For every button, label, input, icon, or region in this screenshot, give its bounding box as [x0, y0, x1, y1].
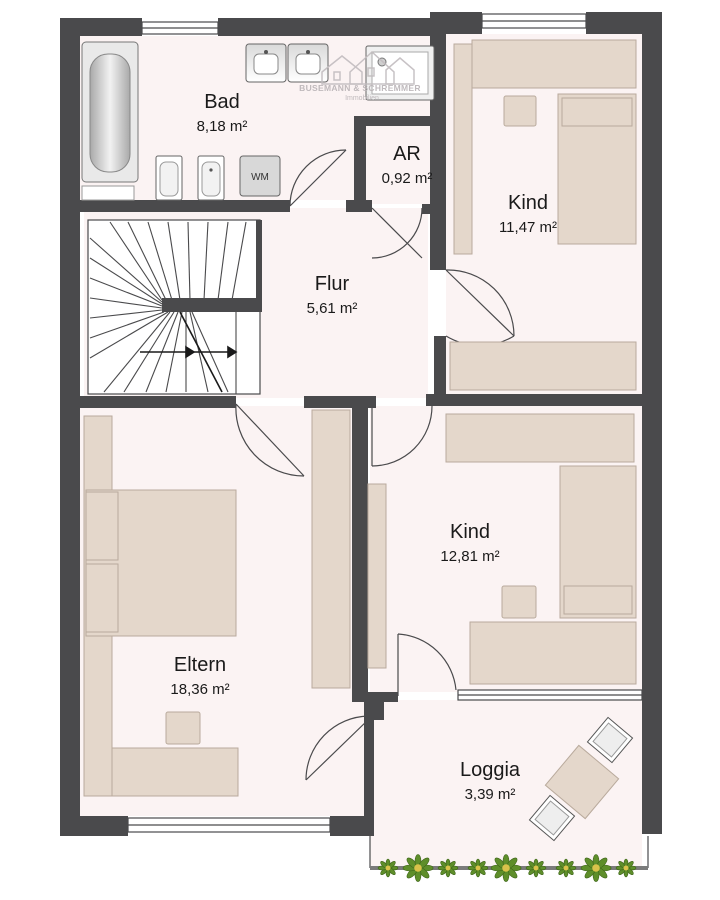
kind-top-pillow	[561, 97, 633, 127]
loggia-table	[544, 744, 620, 820]
wall-ar-bottom	[422, 204, 446, 214]
loggia-chair-bottom	[528, 794, 576, 842]
bathroom-fixtures: WM	[81, 41, 435, 201]
kind-top-desk	[471, 39, 637, 89]
room-area-kind-top: 11,47 m²	[499, 219, 557, 236]
door-loggia-left	[305, 715, 371, 781]
window-kind-bottom	[457, 689, 643, 701]
wall-kind-top-bottom	[426, 394, 662, 406]
room-name-loggia: Loggia	[460, 759, 521, 781]
door-kind-bottom	[371, 404, 433, 467]
window-kind-top	[481, 13, 587, 29]
kind-top-shelf-vertical	[453, 43, 473, 255]
bath-shelf	[81, 185, 135, 201]
floor-ar	[366, 124, 430, 204]
plant	[615, 858, 637, 878]
door-ar	[371, 207, 423, 259]
wall-kind-top-side	[434, 336, 446, 406]
room-area-loggia: 3,39 m²	[465, 786, 516, 803]
window-bad	[141, 21, 219, 35]
room-area-kind-bottom: 12,81 m²	[440, 548, 499, 565]
window-eltern	[127, 817, 331, 833]
kind-bottom-wardrobe	[445, 413, 635, 463]
wall-eltern-right	[364, 700, 374, 836]
kind-bottom-pillow	[563, 585, 633, 615]
plant	[580, 854, 612, 882]
wall-bath-lower-a	[78, 200, 290, 212]
room-area-bad: 8,18 m²	[197, 118, 248, 135]
room-area-ar: 0,92 m²	[382, 170, 433, 187]
room-name-eltern: Eltern	[174, 654, 226, 676]
kind-top-chair	[503, 95, 537, 127]
plant	[402, 854, 434, 882]
logo-text-sub: Immobilien	[345, 95, 379, 102]
plant	[437, 858, 459, 878]
eltern-pillow-top	[85, 491, 119, 561]
wall-loggia-top-a	[352, 692, 398, 702]
room-area-eltern: 18,36 m²	[170, 681, 229, 698]
room-name-ar: AR	[393, 143, 421, 165]
logo-houses-icon	[321, 50, 415, 85]
eltern-chair	[165, 711, 201, 745]
wall-top-left	[60, 18, 142, 36]
washer-label: WM	[251, 172, 269, 183]
kind-bottom-chair	[501, 585, 537, 619]
company-logo: BUSEMANN & SCHREMMER Immobilien	[299, 50, 421, 102]
staircase	[87, 219, 262, 395]
bathtub	[81, 41, 139, 183]
wall-bottom-right	[330, 816, 370, 836]
wall-top-mid	[218, 18, 430, 36]
wall-right	[642, 12, 662, 834]
logo-text-main: BUSEMANN & SCHREMMER	[299, 83, 421, 93]
plant	[555, 858, 577, 878]
kind-bottom-shelf-vertical	[367, 483, 387, 669]
room-labels: Bad 8,18 m² AR 0,92 m² Kind 11,47 m² Flu…	[170, 91, 557, 803]
wall-middle-left	[60, 396, 236, 408]
room-name-flur: Flur	[315, 273, 350, 295]
wall-ar-left	[354, 116, 366, 212]
wall-left	[60, 18, 80, 836]
wall-bottom-left	[60, 816, 128, 836]
kind-top-wardrobe	[449, 341, 637, 391]
room-name-kind-top: Kind	[508, 192, 548, 214]
plant	[525, 858, 547, 878]
wall-top-right-a	[430, 12, 482, 34]
sink-left	[245, 43, 287, 83]
door-bad	[289, 149, 347, 207]
plant	[467, 858, 489, 878]
kind-bottom-desk	[469, 621, 637, 685]
shower	[365, 45, 435, 101]
door-loggia	[397, 633, 457, 696]
plant	[377, 858, 399, 878]
sink-right	[287, 43, 329, 83]
room-name-kind-bottom: Kind	[450, 521, 490, 543]
eltern-pillow-bottom	[85, 563, 119, 633]
furniture	[83, 39, 637, 842]
wall-divider	[352, 400, 368, 696]
bidet	[197, 155, 225, 201]
walls	[60, 12, 662, 836]
eltern-desk	[111, 747, 239, 797]
washing-machine: WM	[239, 155, 281, 197]
windows	[127, 13, 643, 833]
loggia-chair-top	[586, 716, 634, 764]
toilet	[155, 155, 183, 201]
room-name-bad: Bad	[204, 91, 240, 113]
door-eltern	[235, 403, 305, 477]
flur-wardrobe	[311, 409, 351, 689]
plant	[490, 854, 522, 882]
room-area-flur: 5,61 m²	[307, 300, 358, 317]
wall-ar-top	[354, 116, 446, 126]
plants	[377, 854, 637, 882]
